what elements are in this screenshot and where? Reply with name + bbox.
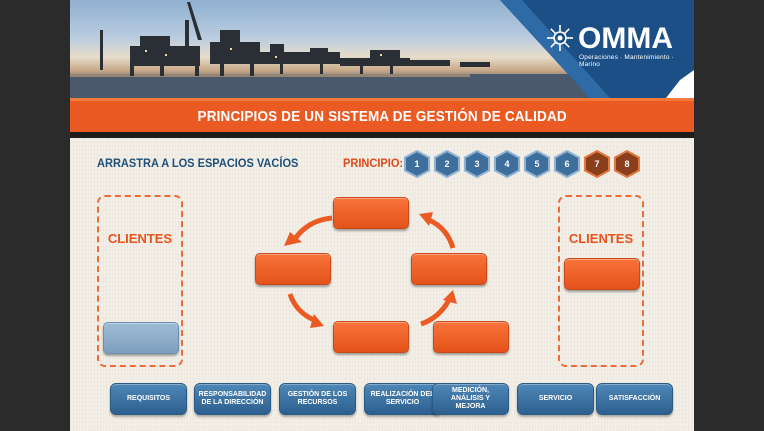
option-button-1[interactable]: REQUISITOS [110, 383, 187, 415]
option-button-5[interactable]: MEDICIÓN, ANÁLISIS Y MEJORA [432, 383, 509, 415]
omma-logo-icon [546, 24, 574, 52]
principle-hex-2[interactable]: 2 [433, 150, 461, 178]
drop-slot-bottom[interactable] [333, 321, 409, 353]
header-banner-photo: OMMA Operaciones · Mantenimiento · Marin… [70, 0, 694, 98]
principle-number: 7 [594, 159, 600, 169]
arrow-top-left-icon [284, 215, 333, 246]
clients-right-box: CLIENTES [558, 195, 644, 367]
principle-hex-7[interactable]: 7 [583, 150, 611, 178]
logo-tagline: Operaciones · Mantenimiento · Marino [579, 54, 675, 68]
clients-left-box: CLIENTES [97, 195, 183, 367]
principle-hex-8[interactable]: 8 [613, 150, 641, 178]
principle-number: 8 [624, 159, 630, 169]
divider [70, 132, 694, 138]
offshore-platform-image [70, 0, 694, 98]
clients-right-label: CLIENTES [568, 231, 634, 246]
principle-hex-4[interactable]: 4 [493, 150, 521, 178]
option-button-3[interactable]: GESTIÓN DE LOS RECURSOS [279, 383, 356, 415]
principle-number: 4 [504, 159, 510, 169]
drop-slot-clients-right[interactable] [564, 258, 640, 290]
arrow-bottom-right-icon [420, 290, 457, 327]
drop-slot-bottom-right[interactable] [433, 321, 509, 353]
principle-number: 3 [474, 159, 480, 169]
instruction-text: ARRASTRA A LOS ESPACIOS VACÍOS [97, 156, 299, 170]
principle-label: PRINCIPIO: [343, 156, 404, 170]
option-button-7[interactable]: SATISFACCIÓN [596, 383, 673, 415]
activity-stage: OMMA Operaciones · Mantenimiento · Marin… [70, 0, 694, 431]
drop-slot-top[interactable] [333, 197, 409, 229]
principle-hex-1[interactable]: 1 [403, 150, 431, 178]
logo-name: OMMA [578, 22, 673, 55]
principle-hex-5[interactable]: 5 [523, 150, 551, 178]
option-button-4[interactable]: REALIZACIÓN DEL SERVICIO [364, 383, 441, 415]
principle-number: 2 [444, 159, 450, 169]
principle-number: 6 [564, 159, 570, 169]
principle-hex-6[interactable]: 6 [553, 150, 581, 178]
title-bar: PRINCIPIOS DE UN SISTEMA DE GESTIÓN DE C… [70, 98, 694, 132]
page-title: PRINCIPIOS DE UN SISTEMA DE GESTIÓN DE C… [197, 108, 567, 125]
principle-hex-3[interactable]: 3 [463, 150, 491, 178]
option-button-2[interactable]: RESPONSABILIDAD DE LA DIRECCIÓN [194, 383, 271, 415]
drop-slot-right[interactable] [411, 253, 487, 285]
drop-slot-clients-left[interactable] [103, 322, 179, 354]
principle-number: 5 [534, 159, 540, 169]
clients-left-label: CLIENTES [107, 231, 173, 246]
arrow-top-right-icon [419, 212, 456, 249]
principle-number: 1 [414, 159, 420, 169]
arrow-bottom-left-icon [287, 293, 324, 328]
option-button-6[interactable]: SERVICIO [517, 383, 594, 415]
drop-slot-left[interactable] [255, 253, 331, 285]
